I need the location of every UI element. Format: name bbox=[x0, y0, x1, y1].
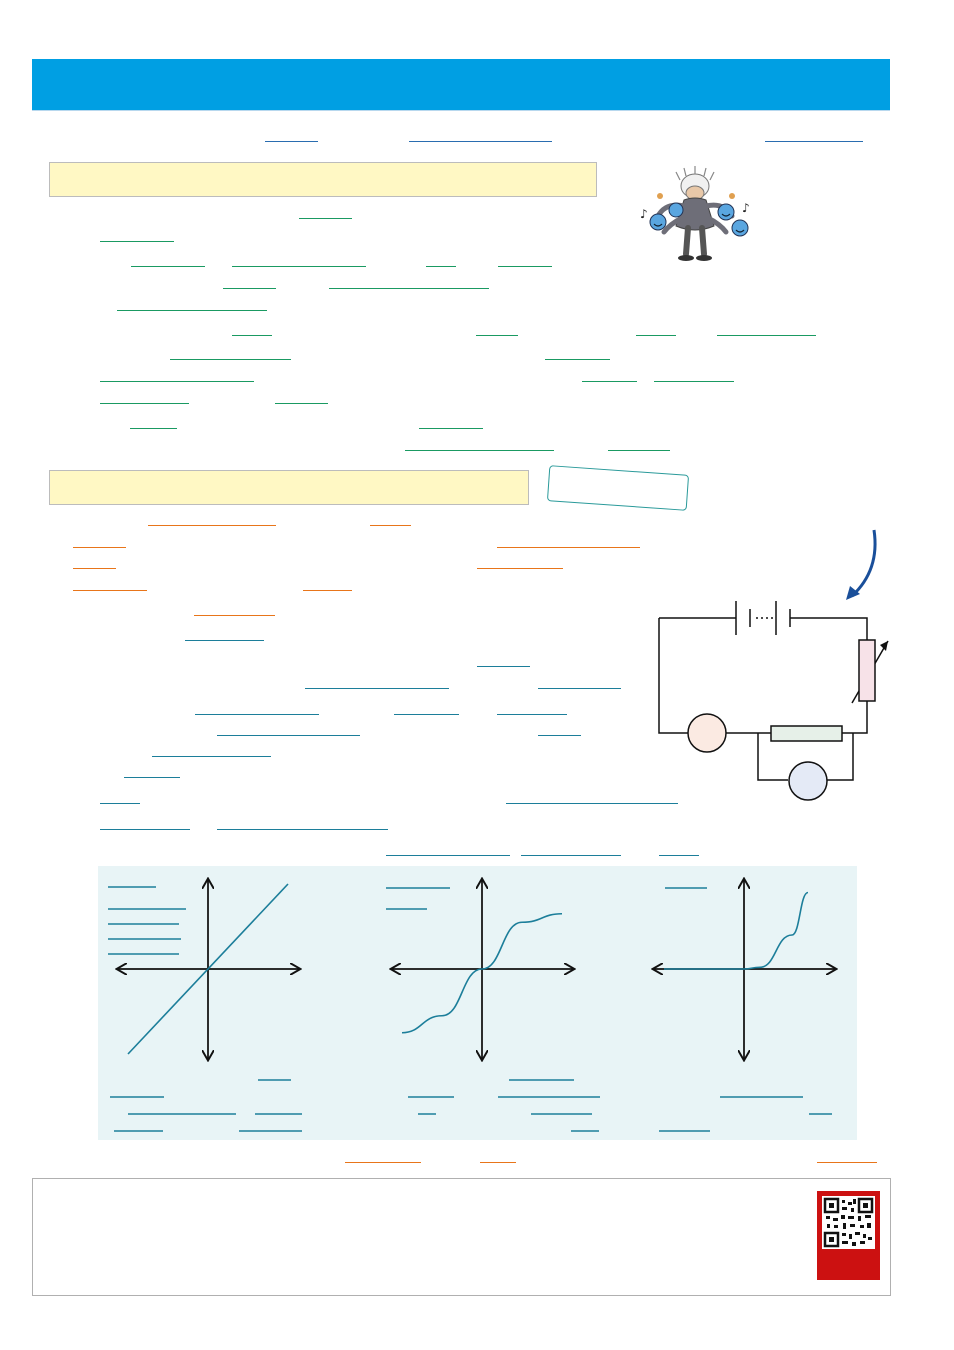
s1-blank bbox=[100, 241, 174, 242]
s2-blank bbox=[73, 568, 116, 569]
section-1-header bbox=[49, 162, 597, 197]
s1-blank bbox=[498, 266, 552, 267]
iv-curve-filament bbox=[401, 912, 563, 1034]
s2-teal-blank bbox=[100, 829, 190, 830]
svg-text:♪: ♪ bbox=[640, 207, 648, 221]
s1-blank bbox=[636, 335, 676, 336]
qr-code-badge[interactable] bbox=[817, 1191, 880, 1280]
footer-blank bbox=[817, 1162, 877, 1163]
s1-blank bbox=[717, 335, 816, 336]
s1-blank bbox=[223, 288, 276, 289]
title-banner bbox=[32, 59, 890, 111]
s2-teal-blank bbox=[195, 714, 319, 715]
footer-blank bbox=[345, 1162, 421, 1163]
s2-blank bbox=[194, 615, 275, 616]
s1-blank bbox=[170, 359, 291, 360]
iv-curve-linear bbox=[127, 883, 289, 1055]
s2-teal-blank bbox=[124, 777, 180, 778]
summary-box bbox=[32, 1178, 891, 1296]
s1-blank bbox=[608, 450, 670, 451]
s2-teal-blank bbox=[506, 803, 678, 804]
qr-code-icon bbox=[822, 1196, 875, 1249]
s2-teal-blank bbox=[305, 688, 449, 689]
s2-teal-blank bbox=[538, 735, 581, 736]
iv-graphs-panel bbox=[98, 866, 857, 1140]
s2-blank bbox=[148, 525, 276, 526]
s2-teal-blank bbox=[394, 714, 459, 715]
s2-teal-blank bbox=[538, 688, 621, 689]
s1-blank bbox=[131, 266, 205, 267]
s1-blank bbox=[426, 266, 456, 267]
s1-blank bbox=[419, 428, 483, 429]
iv-curve-diode bbox=[664, 891, 809, 970]
s2-teal-blank bbox=[217, 735, 360, 736]
s2-blank bbox=[477, 568, 563, 569]
callout-tag-box bbox=[546, 465, 690, 511]
s1-blank bbox=[232, 266, 366, 267]
s2-teal-blank bbox=[659, 855, 699, 856]
svg-text:♪: ♪ bbox=[742, 201, 750, 215]
intro-blank-3 bbox=[765, 141, 863, 142]
s2-blank bbox=[73, 590, 147, 591]
s2-teal-blank bbox=[185, 640, 264, 641]
s2-teal-blank bbox=[152, 756, 271, 757]
footer-blank bbox=[480, 1162, 516, 1163]
s1-blank bbox=[100, 403, 189, 404]
s2-teal-blank bbox=[217, 829, 388, 830]
s1-blank bbox=[130, 428, 177, 429]
s1-blank bbox=[405, 450, 554, 451]
s2-blank bbox=[497, 547, 640, 548]
circuit-diagram bbox=[658, 601, 889, 801]
intro-blank-1 bbox=[265, 141, 318, 142]
s2-blank bbox=[303, 590, 352, 591]
s2-teal-blank bbox=[477, 666, 530, 667]
iv-graphs bbox=[108, 866, 857, 1132]
s1-blank bbox=[100, 381, 254, 382]
s1-blank bbox=[654, 381, 734, 382]
s1-blank bbox=[117, 310, 267, 311]
s2-blank bbox=[73, 547, 126, 548]
section-2-header bbox=[49, 470, 529, 505]
s1-blank bbox=[582, 381, 637, 382]
cartoon-character-illustration: ♪ ♪ bbox=[640, 166, 750, 261]
intro-blank-2 bbox=[409, 141, 552, 142]
s2-teal-blank bbox=[497, 714, 567, 715]
curved-arrow-icon bbox=[846, 529, 877, 600]
s1-blank bbox=[275, 403, 328, 404]
s2-teal-blank bbox=[521, 855, 621, 856]
s1-blank bbox=[232, 335, 272, 336]
s1-blank bbox=[299, 218, 352, 219]
s1-blank bbox=[329, 288, 489, 289]
s2-teal-blank bbox=[386, 855, 510, 856]
s2-teal-blank bbox=[100, 803, 140, 804]
s1-blank bbox=[476, 335, 518, 336]
s1-blank bbox=[545, 359, 610, 360]
s2-blank bbox=[370, 525, 411, 526]
